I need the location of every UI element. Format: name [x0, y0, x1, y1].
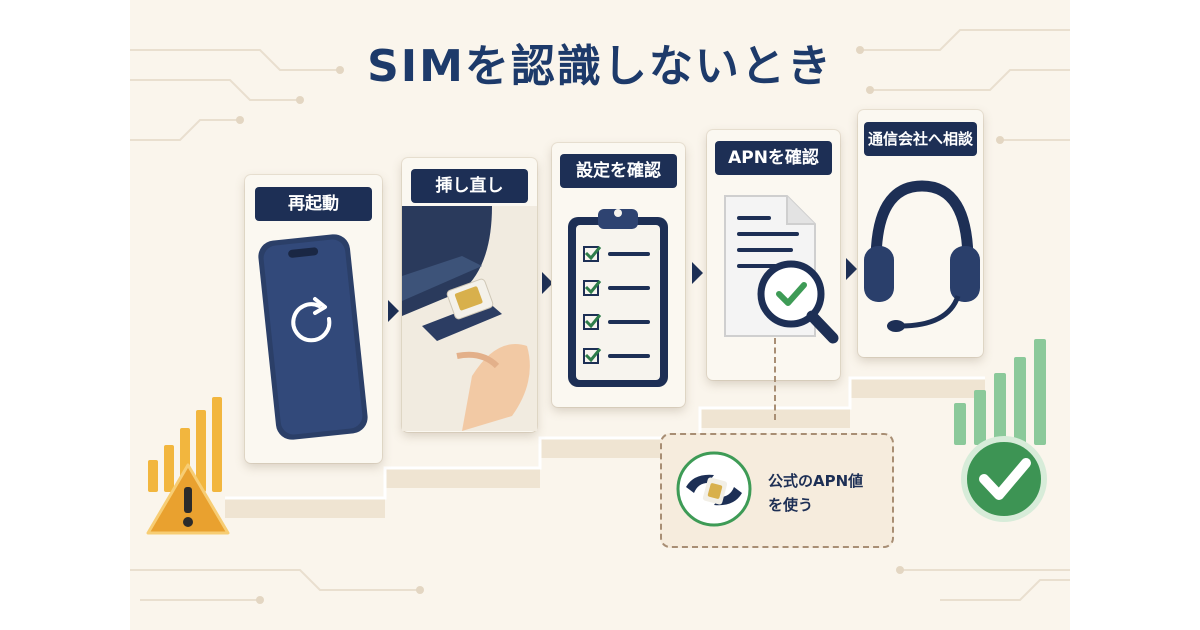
step-label-restart: 再起動: [255, 187, 372, 221]
step-label-contact-carrier: 通信会社へ相談: [864, 122, 977, 156]
step-card-contact-carrier: 通信会社へ相談: [858, 110, 983, 357]
step-label-reinsert: 挿し直し: [411, 169, 528, 203]
success-signal-icon: [954, 339, 1047, 522]
flow-arrow-2: [542, 272, 553, 294]
clipboard-checklist-icon: [568, 209, 668, 387]
apn-tip-text: 公式のAPN値 を使う: [768, 469, 888, 517]
apn-tip-line1: 公式のAPN値: [768, 472, 864, 490]
sim-tray-icon: [402, 206, 537, 431]
flow-arrow-3: [692, 262, 703, 284]
left-margin: [0, 0, 130, 630]
headset-icon: [864, 180, 980, 332]
apn-tip-line2: を使う: [768, 496, 814, 514]
phone-restart-icon: [258, 234, 368, 440]
page-title: SIMを認識しないとき: [367, 41, 833, 92]
right-margin: [1070, 0, 1200, 630]
hands-sim-icon: [676, 451, 752, 527]
step-label-check-apn: APNを確認: [715, 141, 832, 175]
callout-connector: [774, 338, 776, 420]
step-card-check-apn: APNを確認: [707, 130, 840, 380]
step-card-restart: 再起動: [245, 175, 382, 463]
flow-arrow-1: [388, 300, 399, 322]
document-magnifier-icon: [724, 195, 839, 344]
apn-tip-callout: 公式のAPN値 を使う: [660, 433, 894, 548]
step-label-check-settings: 設定を確認: [560, 154, 677, 188]
step-card-reinsert: 挿し直し: [402, 158, 537, 432]
step-card-check-settings: 設定を確認: [552, 143, 685, 407]
flow-arrow-4: [846, 258, 857, 280]
warning-signal-icon: [146, 397, 230, 535]
